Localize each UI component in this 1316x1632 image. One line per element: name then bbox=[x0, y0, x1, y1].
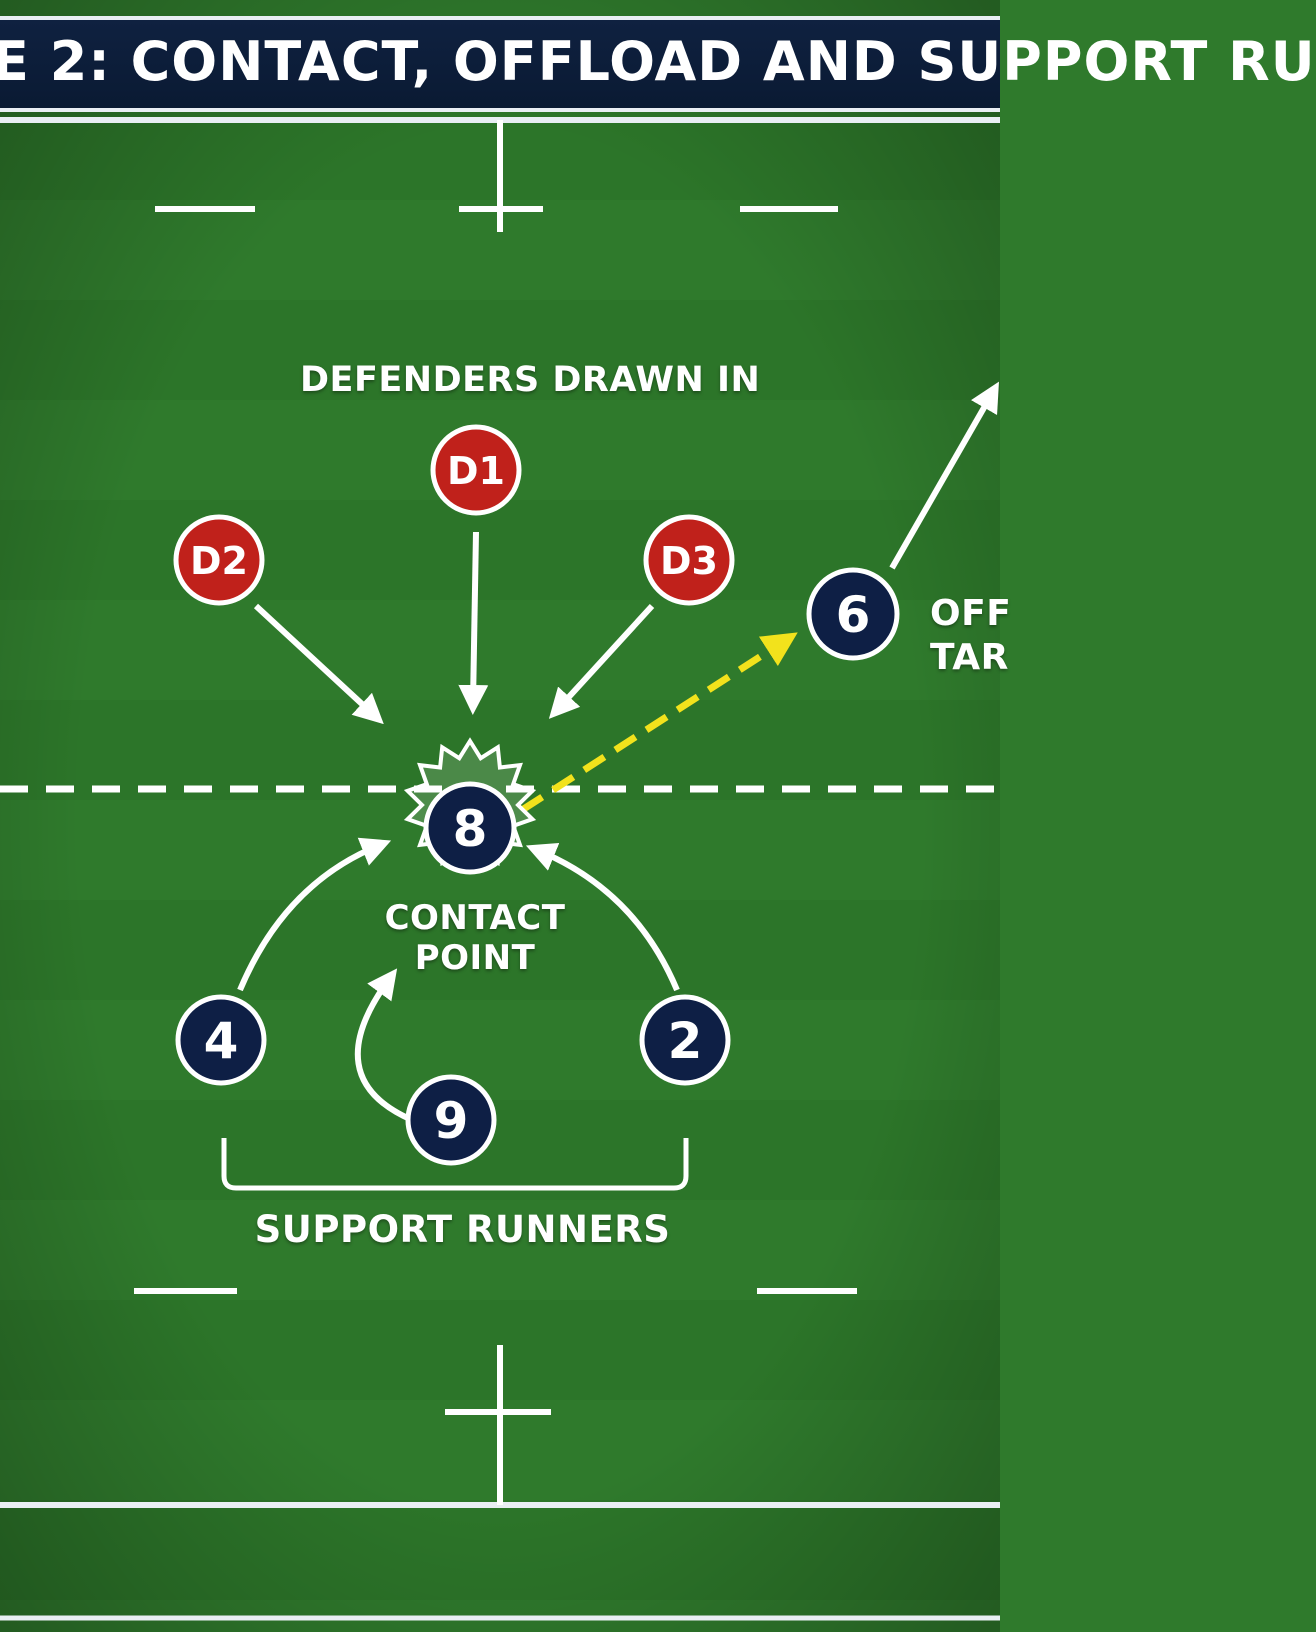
offload-target-label: OFF TAR bbox=[930, 592, 1011, 680]
rugby-pitch: D1 D2 D3 8 6 4 2 9 bbox=[0, 0, 1000, 1632]
contact-label-line1: CONTACT bbox=[384, 898, 566, 938]
support-runners-label: SUPPORT RUNNERS bbox=[254, 1208, 671, 1251]
player-6-label: 6 bbox=[836, 586, 871, 644]
defender-d1-label: D1 bbox=[447, 449, 505, 493]
defender-arrow bbox=[548, 603, 655, 719]
defender-d1: D1 bbox=[430, 424, 522, 516]
banner-title: E 2: CONTACT, OFFLOAD AND SUPPORT RU bbox=[0, 30, 1316, 93]
offload-target-6: 6 bbox=[806, 567, 900, 661]
offload-label-line1: OFF bbox=[930, 593, 1012, 634]
break-run-arrow bbox=[889, 381, 999, 570]
support-player-9: 9 bbox=[405, 1074, 497, 1166]
offload-pass-arrow bbox=[520, 632, 798, 813]
contact-point-label: CONTACT POINT bbox=[370, 898, 580, 978]
player-4-label: 4 bbox=[204, 1012, 239, 1070]
defender-d3: D3 bbox=[643, 514, 735, 606]
defenders-label: DEFENDERS DRAWN IN bbox=[300, 360, 761, 400]
player-8-label: 8 bbox=[453, 800, 488, 858]
support-player-4: 4 bbox=[175, 994, 267, 1086]
support-arrow bbox=[525, 842, 680, 992]
defender-d2-label: D2 bbox=[190, 539, 248, 583]
support-player-2: 2 bbox=[639, 994, 731, 1086]
title-banner: E 2: CONTACT, OFFLOAD AND SUPPORT RU bbox=[0, 16, 1315, 112]
support-bracket bbox=[221, 1138, 689, 1191]
support-arrow bbox=[237, 837, 392, 992]
defender-d2: D2 bbox=[173, 514, 265, 606]
defender-d3-label: D3 bbox=[660, 539, 718, 583]
defender-arrow bbox=[253, 603, 384, 725]
ball-carrier-8: 8 bbox=[423, 781, 517, 875]
defender-arrow bbox=[458, 531, 489, 715]
offload-label-line2: TAR bbox=[930, 637, 1009, 678]
player-9-label: 9 bbox=[434, 1092, 469, 1150]
contact-label-line2: POINT bbox=[414, 938, 536, 978]
player-2-label: 2 bbox=[668, 1012, 703, 1070]
support-arrow bbox=[354, 968, 414, 1123]
